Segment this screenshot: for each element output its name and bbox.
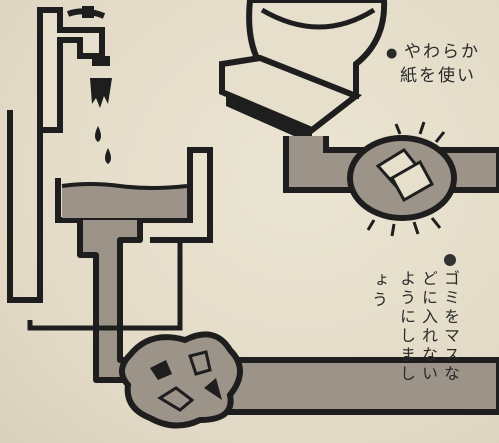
burst-lines <box>366 121 446 237</box>
caption-col-2: どに入れない <box>419 270 438 384</box>
faucet-icon <box>37 6 110 133</box>
toilet-paper-icon <box>375 148 435 203</box>
caption-col-4: ょう <box>369 272 388 310</box>
caption-col-1: ゴミをマスな <box>441 270 460 384</box>
caption-soft-paper: ● やわらか 紙を使い <box>386 40 480 88</box>
clogged-pipe-icon <box>119 331 499 429</box>
caption-line-2: 紙を使い <box>400 66 476 86</box>
water-drops-icon <box>90 78 112 164</box>
sink-basin <box>55 147 213 243</box>
caption-bullet-2 <box>444 254 456 266</box>
caption-bullet: ● <box>386 46 400 61</box>
toilet-icon <box>219 0 388 144</box>
caption-line-1: やわらか <box>404 42 480 62</box>
caption-col-3: ようにしまし <box>397 270 416 384</box>
left-wall <box>7 110 43 303</box>
toilet-drain-pipe <box>283 135 499 221</box>
